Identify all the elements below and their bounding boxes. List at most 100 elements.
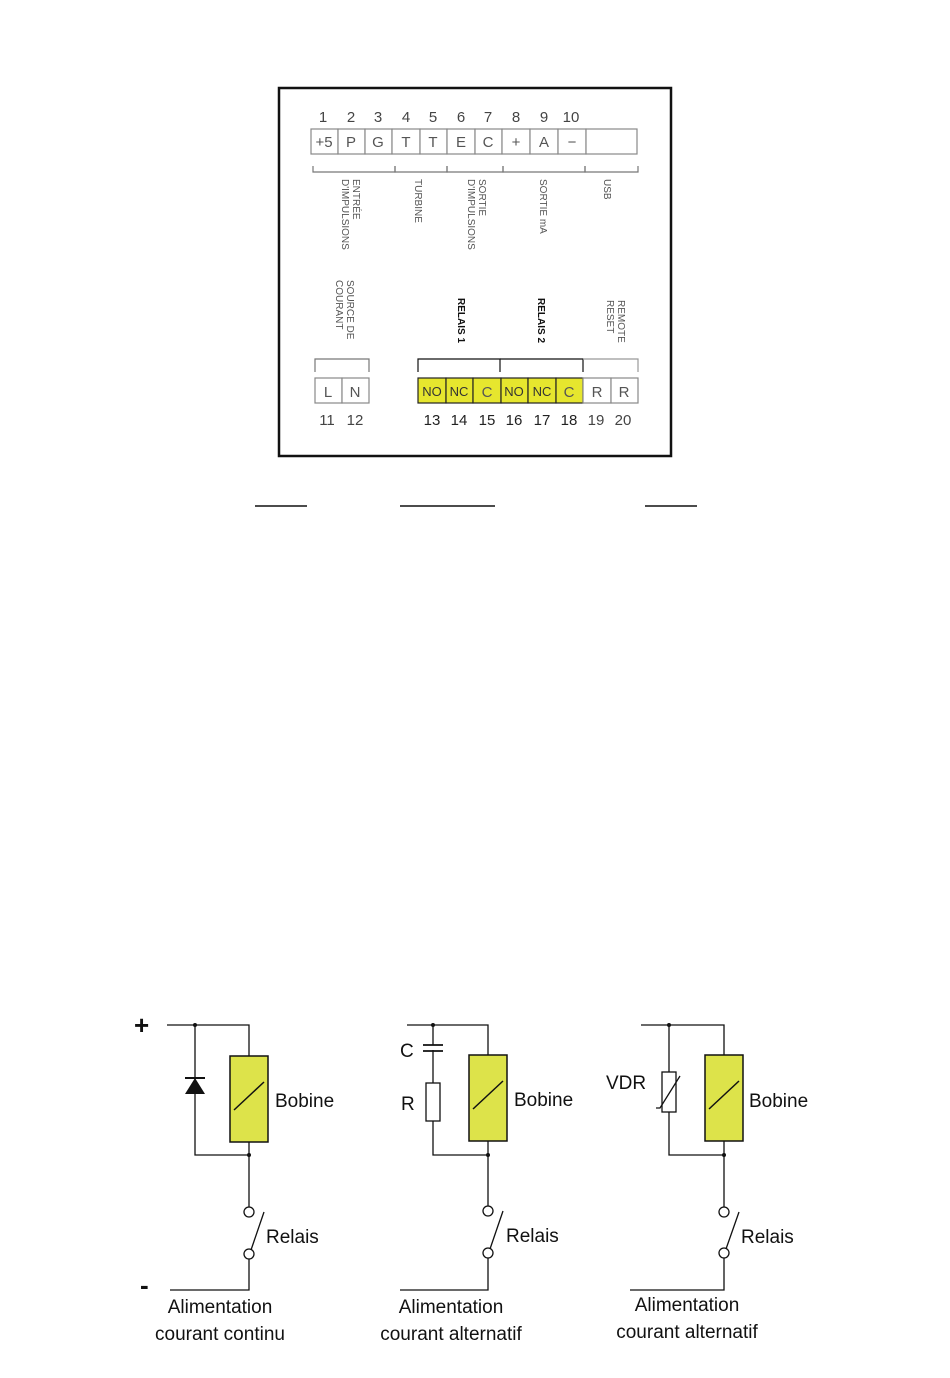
terminal-label: N [350,384,361,401]
circuit-ac-vdr: VDR Bobine Relais Alimentation courant a… [606,1023,808,1343]
top-vertical-labels: ENTRÉE D'IMPULSIONS TURBINE SORTIE D'IMP… [339,179,612,250]
terminal-label: T [428,134,437,151]
terminal-number: 5 [429,109,437,126]
terminal-number: 15 [479,412,496,429]
relay-label: NC [450,384,469,399]
top-terminal-labels: +5 P G T T E C + A − [315,134,576,151]
resistor-icon [425,1082,441,1122]
capacitor-icon [423,1044,443,1052]
terminal-number: 10 [563,109,580,126]
coil-box [229,1055,269,1143]
wire [407,1024,489,1055]
terminal-number: 19 [588,412,605,429]
relay-cell [555,377,584,404]
terminal-cell [341,377,370,404]
terminal-cell [529,128,559,155]
minus-sign: - [140,1270,149,1300]
wire [194,1025,249,1156]
terminal-cell [446,128,476,155]
coil-label: Bobine [275,1091,334,1112]
junction-dot [722,1153,726,1157]
relay-label: C [564,384,575,401]
entree-label-2: D'IMPULSIONS [339,179,350,250]
coil-slash [233,1081,265,1111]
terminal-number: 12 [347,412,364,429]
top-group-brackets [312,166,639,173]
relay-cell [500,377,529,404]
remote-label-1: REMOTE [615,300,626,343]
terminal-cell [557,128,587,155]
terminal-number: 1 [319,109,327,126]
terminal-number: 3 [374,109,382,126]
coil-slash [472,1080,504,1110]
terminal-number: 13 [424,412,441,429]
terminal-label: A [539,134,549,151]
sortie-ma-label: SORTIE mA [537,179,548,234]
source-label-1: SOURCE DE [344,280,355,340]
turbine-label: TURBINE [412,179,423,223]
coil-box [704,1054,744,1142]
caption-line-2: courant continu [155,1324,285,1345]
terminal-cell [314,377,343,404]
terminal-label: R [619,384,630,401]
wire [167,1024,250,1056]
relay-label: NC [533,384,552,399]
relay-cell [472,377,502,404]
terminal-number: 18 [561,412,578,429]
terminal-label: R [592,384,603,401]
caption-line-2: courant alternatif [616,1322,758,1343]
reset-cells [582,377,639,404]
diode-icon [185,1077,205,1094]
wire [400,1252,489,1291]
relay-cell [417,377,447,404]
terminal-number: 11 [319,412,335,429]
junction-dot [247,1153,251,1157]
terminal-number: 7 [484,109,492,126]
terminal-cell [364,128,393,155]
switch-contact [718,1206,730,1218]
relay-label: Relais [266,1227,319,1248]
relay-label: NO [422,384,442,399]
terminal-number: 8 [512,109,520,126]
wire [668,1112,724,1156]
source-label-2: COURANT [333,280,344,329]
wire [641,1024,725,1055]
varistor-icon [656,1071,681,1113]
terminal-number: 16 [506,412,523,429]
switch-lever [725,1211,740,1250]
remote-label-2: RESET [604,300,615,333]
coil-label: Bobine [514,1090,573,1111]
terminal-cell [337,128,366,155]
power-cells [314,377,370,404]
resistor-label: R [401,1094,415,1115]
switch-lever [250,1211,265,1251]
caption-line-1: Alimentation [168,1297,273,1318]
relais1-label: RELAIS 1 [455,298,466,343]
terminal-number: 4 [402,109,410,126]
bottom-terminal-numbers: 11 12 13 14 15 16 17 18 19 20 [319,412,631,429]
bottom-group-brackets [314,358,639,372]
caption-line-1: Alimentation [635,1295,740,1316]
terminal-number: 20 [615,412,632,429]
terminal-number: 17 [534,412,551,429]
relais2-label: RELAIS 2 [535,298,546,343]
usb-label: USB [601,179,612,200]
terminal-label: − [568,134,577,151]
bracket-usb [584,166,639,173]
junction-dot [431,1023,435,1027]
terminal-cell [582,377,612,404]
capacitor-label: C [400,1041,414,1062]
terminal-number: 6 [457,109,465,126]
coil-label: Bobine [749,1091,808,1112]
relay-label: NO [504,384,524,399]
junction-dot [486,1153,490,1157]
terminal-number: 14 [451,412,468,429]
bottom-terminal-labels: L N NO NC C NO NC C R R [324,384,630,401]
vdr-label: VDR [606,1073,646,1094]
bracket-relais1 [417,358,501,372]
terminal-label: +5 [315,134,332,151]
relay-label: Relais [506,1226,559,1247]
caption-line-1: Alimentation [399,1297,504,1318]
relay-label: Relais [741,1227,794,1248]
